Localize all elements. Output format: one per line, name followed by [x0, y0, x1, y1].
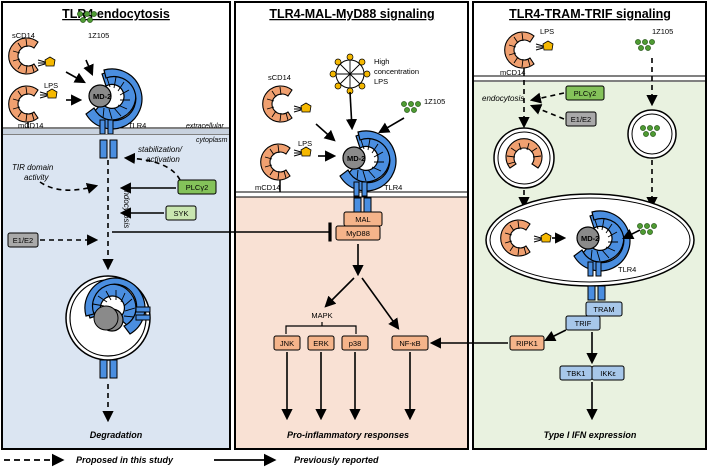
legend: Proposed in this study Previously report…	[4, 453, 379, 467]
p3-md2-label: MD-2	[581, 234, 599, 243]
panel-mal-myd88-signaling: TLR4-MAL-MyD88 signaling sCD14 High conc…	[234, 1, 469, 450]
lps-micelle-icon	[329, 53, 371, 95]
endocytosis-label: endocytosis	[122, 186, 131, 228]
z105-label: 1Z105	[88, 31, 109, 40]
p3-tlr4-label: TLR4	[618, 265, 636, 274]
p2-outcome-label: Pro-inflammatory responses	[287, 430, 409, 440]
ripk1-label: RIPK1	[516, 339, 538, 348]
jnk-label: JNK	[280, 339, 294, 348]
p3-plcg2-box	[565, 85, 605, 101]
legend-dashed-label: Proposed in this study	[76, 455, 174, 465]
syk-label: SYK	[173, 209, 188, 218]
extracellular-label: extracellular	[186, 123, 224, 130]
p3-e1e2-box	[565, 111, 597, 127]
tbk1-label: TBK1	[567, 369, 586, 378]
scd14-label: sCD14	[12, 31, 35, 40]
p3-lps-label: LPS	[540, 27, 554, 36]
p2-z105-label: 1Z105	[424, 97, 445, 106]
p2-scd14-label: sCD14	[268, 73, 291, 82]
myd88-label: MyD88	[346, 229, 370, 238]
panel3-title: TLR4-TRAM-TRIF signaling	[509, 7, 671, 21]
p3-z105-label: 1Z105	[652, 27, 673, 36]
tram-box	[585, 301, 623, 317]
stabilization-label-2: activation	[146, 155, 180, 164]
tir-label-1: TIR domain	[12, 163, 54, 172]
ripk1-box	[509, 335, 545, 351]
nfkb-box	[391, 335, 429, 351]
p2-mcd14-label: mCD14	[255, 183, 280, 192]
ikke-label: IKKε	[600, 369, 616, 378]
mal-label: MAL	[355, 215, 370, 224]
plcg2-label: PLCγ2	[186, 183, 209, 192]
e1e2-box	[7, 232, 39, 248]
tlr4-label: TLR4	[128, 121, 146, 130]
tir-label-2: activity	[24, 173, 49, 182]
trif-label: TRIF	[575, 319, 592, 328]
myd88-box	[335, 225, 381, 241]
high-label-1: High	[374, 57, 389, 66]
stabilization-label-1: stabilization/	[138, 145, 183, 154]
e1e2-label: E1/E2	[13, 236, 33, 245]
trif-box	[565, 315, 601, 331]
high-label-2: concentration	[374, 67, 419, 76]
panel-tlr4-endocytosis: TLR4 endocytosis sCD14 1Z105 LPS mCD14 M…	[1, 1, 231, 450]
lps-label: LPS	[44, 81, 58, 90]
p2-tlr4-label: TLR4	[384, 183, 402, 192]
plcg2-box	[177, 179, 217, 195]
p38-box	[341, 335, 369, 351]
jnk-box	[273, 335, 301, 351]
degradation-label: Degradation	[90, 430, 143, 440]
panel2-title: TLR4-MAL-MyD88 signaling	[269, 7, 434, 21]
p3-endocytosis-label: endocytosis	[482, 94, 524, 103]
p3-outcome-label: Type I IFN expression	[544, 430, 637, 440]
syk-box	[165, 205, 197, 221]
cytoplasm-label: cytoplasm	[196, 137, 228, 144]
legend-solid-label: Previously reported	[294, 455, 379, 465]
p3-mcd14-label: mCD14	[500, 68, 525, 77]
erk-box	[307, 335, 335, 351]
panel-tram-trif-signaling: TLR4-TRAM-TRIF signaling LPS mCD14 1Z105…	[429, 1, 707, 450]
p38-label: p38	[349, 339, 362, 348]
p3-plcg2-label: PLCγ2	[574, 89, 597, 98]
mcd14-label: mCD14	[18, 121, 43, 130]
p2-md2-label: MD-2	[347, 154, 365, 163]
p2-lps-label: LPS	[298, 139, 312, 148]
ikke-box	[591, 365, 625, 381]
mapk-label: MAPK	[311, 311, 332, 320]
early-endosome	[493, 127, 555, 189]
erk-label: ERK	[313, 339, 328, 348]
nfkb-label: NF-κB	[399, 339, 420, 348]
p3-e1e2-label: E1/E2	[571, 115, 591, 124]
high-label-3: LPS	[374, 77, 388, 86]
tram-label: TRAM	[593, 305, 614, 314]
md2-label: MD-2	[93, 92, 111, 101]
